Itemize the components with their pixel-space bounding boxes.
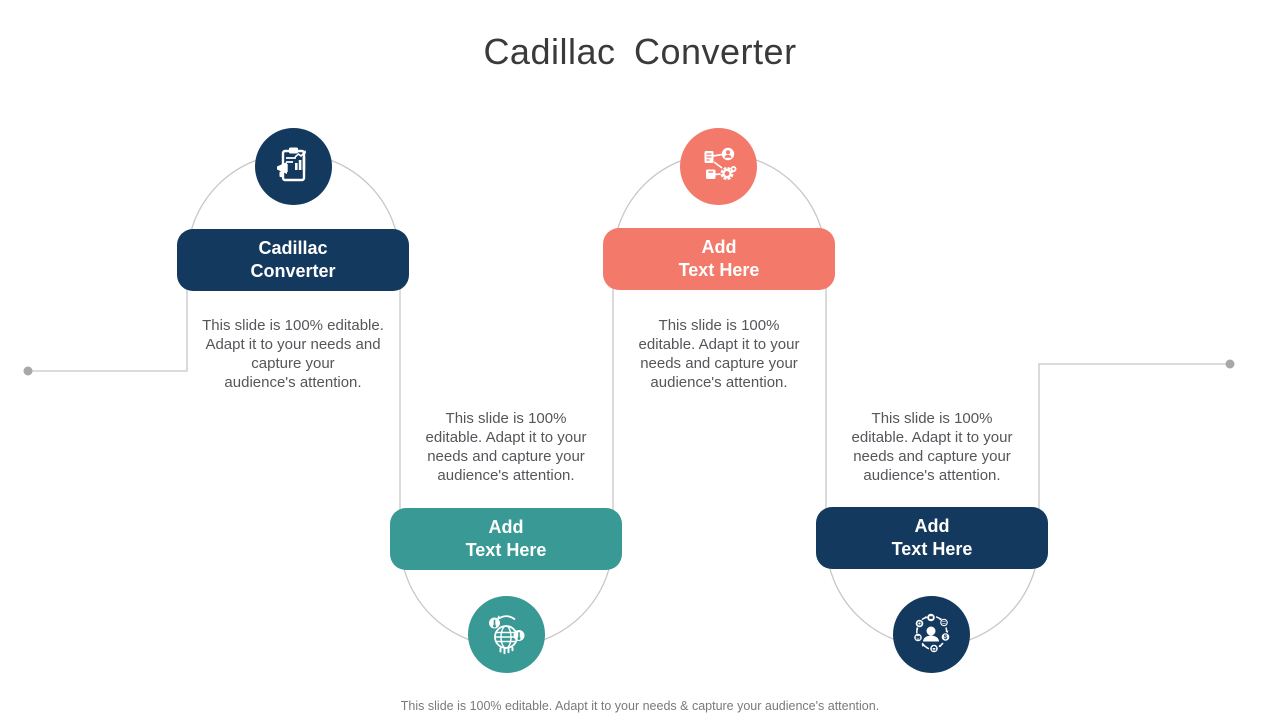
node-4-label-pill[interactable]: Add Text Here xyxy=(816,507,1048,569)
node-1-description[interactable]: This slide is 100% editable. Adapt it to… xyxy=(202,317,384,391)
footer-caption: This slide is 100% editable. Adapt it to… xyxy=(400,699,880,713)
clipboard-report-megaphone-glyph xyxy=(277,147,307,182)
node-2-description[interactable]: This slide is 100% editable. Adapt it to… xyxy=(425,410,587,484)
node-2-label-pill[interactable]: Add Text Here xyxy=(390,508,622,570)
globe-climate-glyph xyxy=(489,615,525,655)
node-3-label-pill[interactable]: Add Text Here xyxy=(603,228,835,290)
customer-finance-cycle-icon: $ xyxy=(892,595,970,673)
node-3-description[interactable]: This slide is 100% editable. Adapt it to… xyxy=(638,317,800,391)
svg-text:$: $ xyxy=(944,634,948,641)
globe-climate-icon xyxy=(467,595,545,673)
endpoint-dot-right xyxy=(1225,359,1235,369)
slide-title: Cadillac Converter xyxy=(483,31,797,72)
connected-network-glyph xyxy=(704,147,737,181)
node-4-description[interactable]: This slide is 100% editable. Adapt it to… xyxy=(851,410,1013,484)
clipboard-report-megaphone-icon xyxy=(254,127,332,205)
customer-finance-cycle-glyph: $ xyxy=(914,613,950,653)
node-1-label-pill[interactable]: Cadillac Converter xyxy=(177,229,409,291)
connected-network-icon xyxy=(679,127,757,205)
wave-path xyxy=(28,152,1230,648)
endpoint-dot-left xyxy=(23,366,33,376)
